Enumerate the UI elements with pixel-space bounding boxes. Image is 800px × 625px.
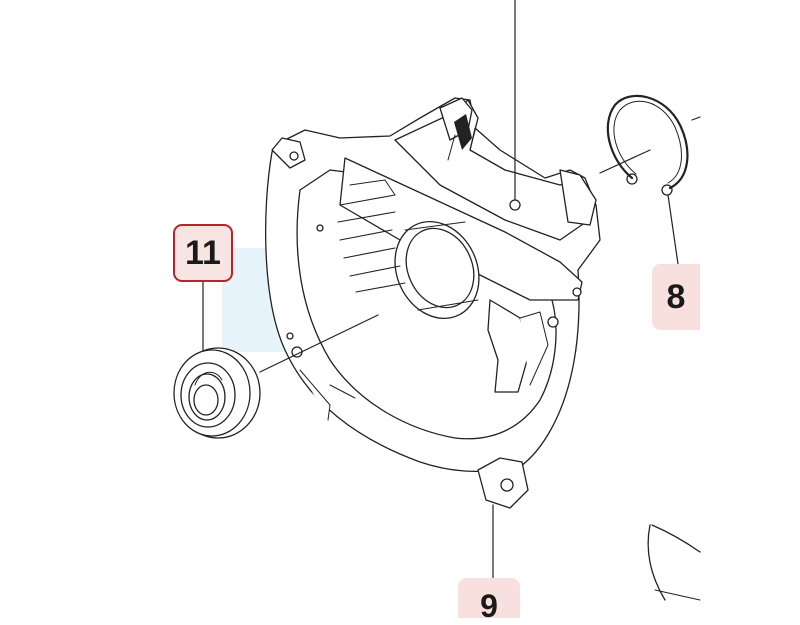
- leader-lines: [202, 0, 701, 581]
- parts-diagram-page: 11 8 9: [173, 0, 701, 624]
- exploded-parts-diagram: [173, 0, 701, 601]
- callout-part-bottom: 9: [458, 578, 520, 624]
- crankcase-housing: [264, 97, 601, 509]
- circlip-retaining-ring: [606, 94, 689, 196]
- shaft-seal-ring: [173, 347, 261, 439]
- callout-part-8: 8: [652, 264, 700, 330]
- callout-part-11: 11: [173, 224, 233, 282]
- partial-cover-part: [647, 524, 701, 601]
